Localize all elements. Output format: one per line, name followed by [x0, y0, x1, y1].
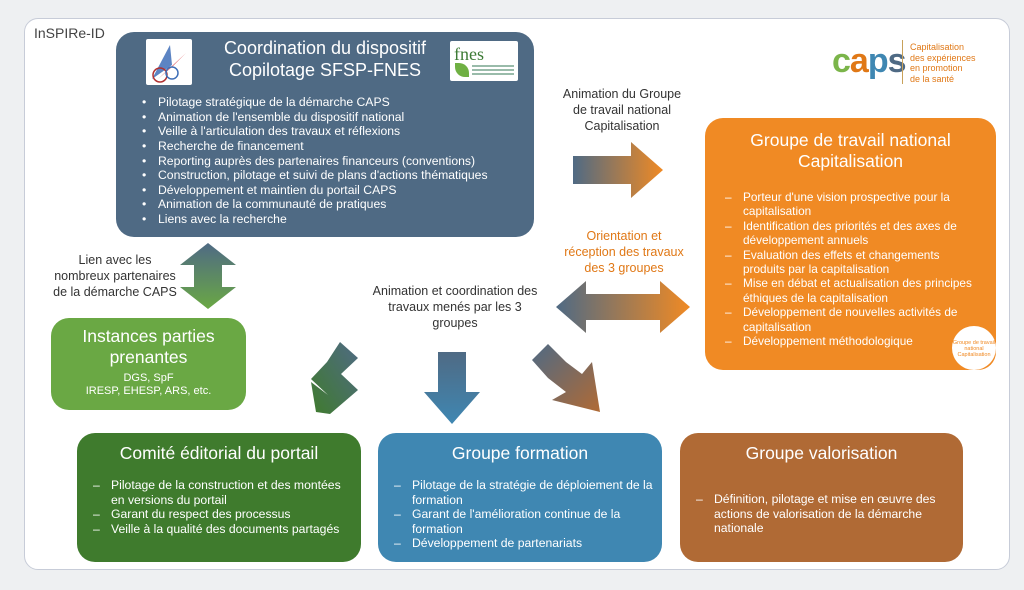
note-animation-gtn: Animation du Groupe de travail national …	[552, 86, 692, 134]
note-line: de travail national	[573, 103, 671, 117]
note-line: travaux menés par les 3	[388, 300, 522, 314]
list-item: Mise en débat et actualisation des princ…	[719, 276, 982, 305]
caps-tagline: Capitalisation des expériences en promot…	[910, 42, 976, 84]
comite-box: Comité éditorial du portail Pilotage de …	[77, 433, 361, 562]
list-item: Evaluation des effets et changements pro…	[719, 248, 982, 277]
formation-box: Groupe formation Pilotage de la stratégi…	[378, 433, 662, 562]
sfsp-logo	[146, 39, 192, 85]
arrow-down-left-icon	[311, 342, 358, 414]
gtn-box: Groupe de travail national Capitalisatio…	[705, 118, 996, 370]
list-item: Pilotage stratégique de la démarche CAPS	[134, 95, 534, 110]
instances-title-line2: prenantes	[109, 347, 188, 367]
note-line: Animation du Groupe	[562, 87, 682, 101]
caps-tagline-line: Capitalisation	[910, 42, 965, 52]
list-item: Définition, pilotage et mise en œuvre de…	[690, 492, 955, 536]
list-item: Recherche de financement	[134, 139, 534, 154]
coordination-list: Pilotage stratégique de la démarche CAPS…	[134, 95, 534, 226]
double-arrow-icon	[556, 281, 690, 333]
note-line: Lien avec les	[78, 253, 152, 267]
caps-wordmark: caps	[832, 42, 907, 80]
note-orientation: Orientation et réception des travaux des…	[554, 228, 694, 276]
valorisation-list: Définition, pilotage et mise en œuvre de…	[690, 492, 955, 536]
caps-tagline-line: de la santé	[910, 73, 955, 84]
coordination-title-line2: Copilotage SFSP-FNES	[228, 59, 422, 80]
instances-title-line1: Instances parties	[82, 326, 215, 346]
instances-sub-line: DGS, SpF	[123, 372, 174, 384]
list-item: Identification des priorités et des axes…	[719, 219, 982, 248]
note-animation-coord: Animation et coordination des travaux me…	[360, 283, 550, 331]
gtn-title: Groupe de travail national Capitalisatio…	[705, 118, 996, 172]
gtn-list: Porteur d'une vision prospective pour la…	[719, 190, 982, 349]
note-line: réception des travaux	[564, 245, 684, 259]
list-item: Développement de nouvelles activités de …	[719, 305, 982, 334]
vertical-double-arrow-icon	[180, 243, 236, 309]
list-item: Garant de l'amélioration continue de la …	[388, 507, 654, 536]
list-item: Reporting auprès des partenaires finance…	[134, 154, 534, 169]
caps-tagline-line: en promotion	[910, 63, 963, 73]
caps-separator	[902, 40, 903, 84]
gtn-title-line2: Capitalisation	[797, 151, 904, 171]
list-item: Veille à l'articulation des travaux et r…	[134, 124, 534, 139]
list-item: Animation de la communauté de pratiques	[134, 197, 534, 212]
list-item: Développement de partenariats	[388, 536, 654, 551]
formation-title: Groupe formation	[451, 443, 589, 463]
list-item: Pilotage de la stratégie de déploiement …	[388, 478, 654, 507]
arrow-down-icon	[424, 352, 480, 424]
brand-label: InSPIRe-ID	[34, 25, 105, 41]
caps-logo: caps Capitalisation des expériences en p…	[832, 40, 1002, 90]
coordination-box: Coordination du dispositif Copilotage SF…	[116, 32, 534, 237]
instances-sub-line: IRESP, EHESP, ARS, etc.	[85, 385, 212, 397]
arrow-down-right-icon	[532, 344, 600, 412]
list-item: Développement et maintien du portail CAP…	[134, 183, 534, 198]
coordination-title-line1: Coordination du dispositif	[223, 38, 427, 58]
gtn-stamp: Groupe de travail national Capitalisatio…	[952, 326, 996, 370]
leaf-icon	[455, 63, 469, 77]
arrow-right-icon	[573, 142, 663, 198]
note-line: Orientation et	[586, 229, 662, 243]
list-item: Pilotage de la construction et des monté…	[87, 478, 347, 507]
note-line: des 3 groupes	[584, 261, 664, 275]
note-lien: Lien avec les nombreux partenaires de la…	[42, 252, 188, 300]
comite-list: Pilotage de la construction et des monté…	[87, 478, 347, 536]
gtn-title-line1: Groupe de travail national	[750, 130, 951, 150]
fnes-logo: fnes	[450, 41, 518, 81]
fnes-logo-lines	[472, 65, 514, 67]
instances-title: Instances parties prenantes	[51, 318, 246, 368]
coordination-title: Coordination du dispositif Copilotage SF…	[116, 32, 534, 81]
fnes-logo-text: fnes	[454, 44, 484, 64]
valorisation-box: Groupe valorisation Définition, pilotage…	[680, 433, 963, 562]
note-line: nombreux partenaires	[54, 269, 176, 283]
list-item: Garant du respect des processus	[87, 507, 347, 522]
sfsp-logo-icon	[152, 45, 186, 83]
note-line: de la démarche CAPS	[53, 285, 177, 299]
note-line: Animation et coordination des	[372, 284, 538, 298]
note-line: Capitalisation	[584, 119, 660, 133]
instances-subtitle: DGS, SpF IRESP, EHESP, ARS, etc.	[51, 372, 246, 398]
instances-box: Instances parties prenantes DGS, SpF IRE…	[51, 318, 246, 410]
list-item: Développement méthodologique	[719, 334, 982, 349]
list-item: Construction, pilotage et suivi de plans…	[134, 168, 534, 183]
list-item: Veille à la qualité des documents partag…	[87, 522, 347, 537]
list-item: Animation de l'ensemble du dispositif na…	[134, 110, 534, 125]
note-line: groupes	[432, 316, 478, 330]
formation-list: Pilotage de la stratégie de déploiement …	[388, 478, 654, 551]
valorisation-title: Groupe valorisation	[745, 443, 898, 463]
comite-title: Comité éditorial du portail	[119, 443, 319, 463]
list-item: Porteur d'une vision prospective pour la…	[719, 190, 982, 219]
caps-tagline-line: des expériences	[910, 52, 976, 63]
list-item: Liens avec la recherche	[134, 212, 534, 227]
